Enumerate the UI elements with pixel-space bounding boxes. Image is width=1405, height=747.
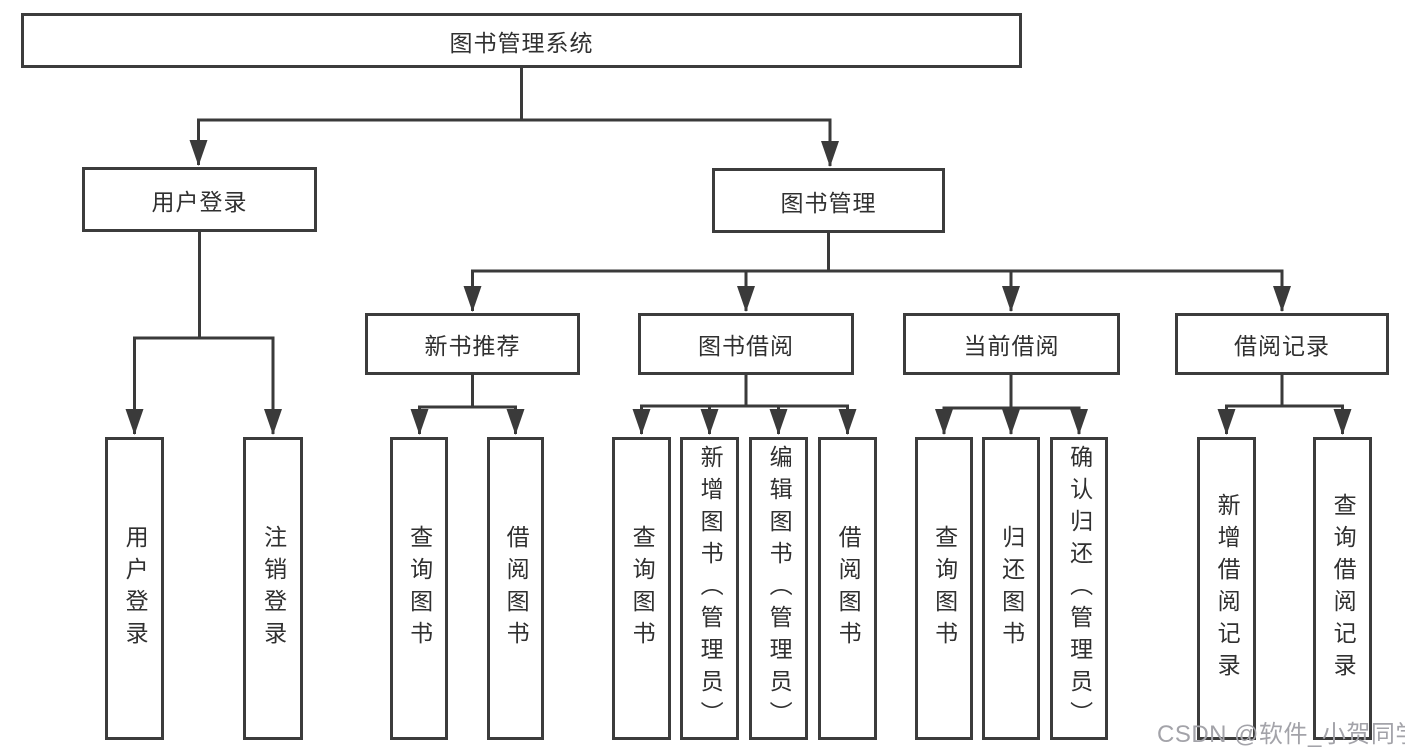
leaf-bb-query-books: 查询图书: [612, 437, 671, 740]
leaf-cb-return-books: 归还图书: [982, 437, 1040, 740]
leaf-br-query-record-label: 查询借阅记录: [1330, 492, 1357, 685]
node-current-borrow: 当前借阅: [903, 313, 1120, 375]
connector-current-borrow-branch: [944, 375, 1079, 410]
connector-book-management-branch: [472, 233, 1282, 273]
node-root-system: 图书管理系统: [21, 13, 1022, 68]
node-book-borrow: 图书借阅: [638, 313, 854, 375]
leaf-bb-add-books-admin: 新增图书（管理员）: [680, 437, 739, 740]
leaf-bb-edit-books-admin: 编辑图书（管理员）: [749, 437, 808, 740]
leaf-user-login: 用户登录: [105, 437, 164, 740]
leaf-user-login-label: 用户登录: [122, 524, 149, 653]
connector-borrow-records-branch: [1226, 375, 1343, 408]
leaf-cb-query-books: 查询图书: [915, 437, 973, 740]
leaf-bb-add-books-admin-label: 新增图书（管理员）: [697, 444, 724, 733]
node-user-login: 用户登录: [82, 167, 317, 232]
leaf-br-query-record: 查询借阅记录: [1313, 437, 1372, 740]
leaf-cb-confirm-return-admin-label: 确认归还（管理员）: [1066, 444, 1093, 733]
leaf-nbr-borrow-books-label: 借阅图书: [503, 524, 530, 653]
leaf-cb-return-books-label: 归还图书: [998, 524, 1025, 653]
node-book-management: 图书管理: [712, 168, 945, 233]
csdn-watermark: CSDN @软件_小贺同学: [1157, 721, 1405, 747]
leaf-nbr-query-books: 查询图书: [390, 437, 448, 740]
node-borrow-records: 借阅记录: [1175, 313, 1389, 375]
leaf-logout-label: 注销登录: [260, 524, 287, 653]
connector-book-borrow-branch: [641, 375, 848, 408]
node-new-book-rec: 新书推荐: [365, 313, 580, 375]
leaf-bb-borrow-books-label: 借阅图书: [835, 524, 862, 653]
leaf-logout: 注销登录: [243, 437, 303, 740]
leaf-bb-edit-books-admin-label: 编辑图书（管理员）: [766, 444, 793, 733]
leaf-cb-query-books-label: 查询图书: [931, 524, 958, 653]
connector-user-login-branch: [134, 232, 273, 340]
leaf-cb-confirm-return-admin: 确认归还（管理员）: [1050, 437, 1108, 740]
leaf-bb-borrow-books: 借阅图书: [818, 437, 877, 740]
leaf-nbr-borrow-books: 借阅图书: [487, 437, 544, 740]
connector-root-to-level2: [198, 68, 830, 122]
connector-new-book-rec-branch: [419, 375, 516, 409]
leaf-br-add-record-label: 新增借阅记录: [1214, 492, 1241, 685]
leaf-br-add-record: 新增借阅记录: [1197, 437, 1256, 740]
leaf-nbr-query-books-label: 查询图书: [406, 524, 433, 653]
leaf-bb-query-books-label: 查询图书: [629, 524, 656, 653]
